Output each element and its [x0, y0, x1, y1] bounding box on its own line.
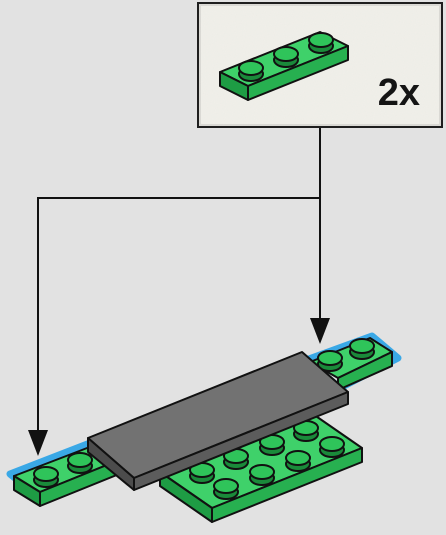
- part-plate-1x3-icon: [219, 31, 349, 101]
- base-plate: [159, 411, 363, 523]
- assembly: [6, 332, 402, 523]
- new-plate-right: [302, 332, 402, 392]
- part-quantity: 2x: [377, 72, 420, 114]
- connector-lines: [37, 124, 321, 432]
- gray-tile: [87, 351, 349, 491]
- parts-callout: [197, 2, 443, 128]
- arrow-down-icon: [28, 430, 48, 456]
- arrow-down-icon: [310, 318, 330, 344]
